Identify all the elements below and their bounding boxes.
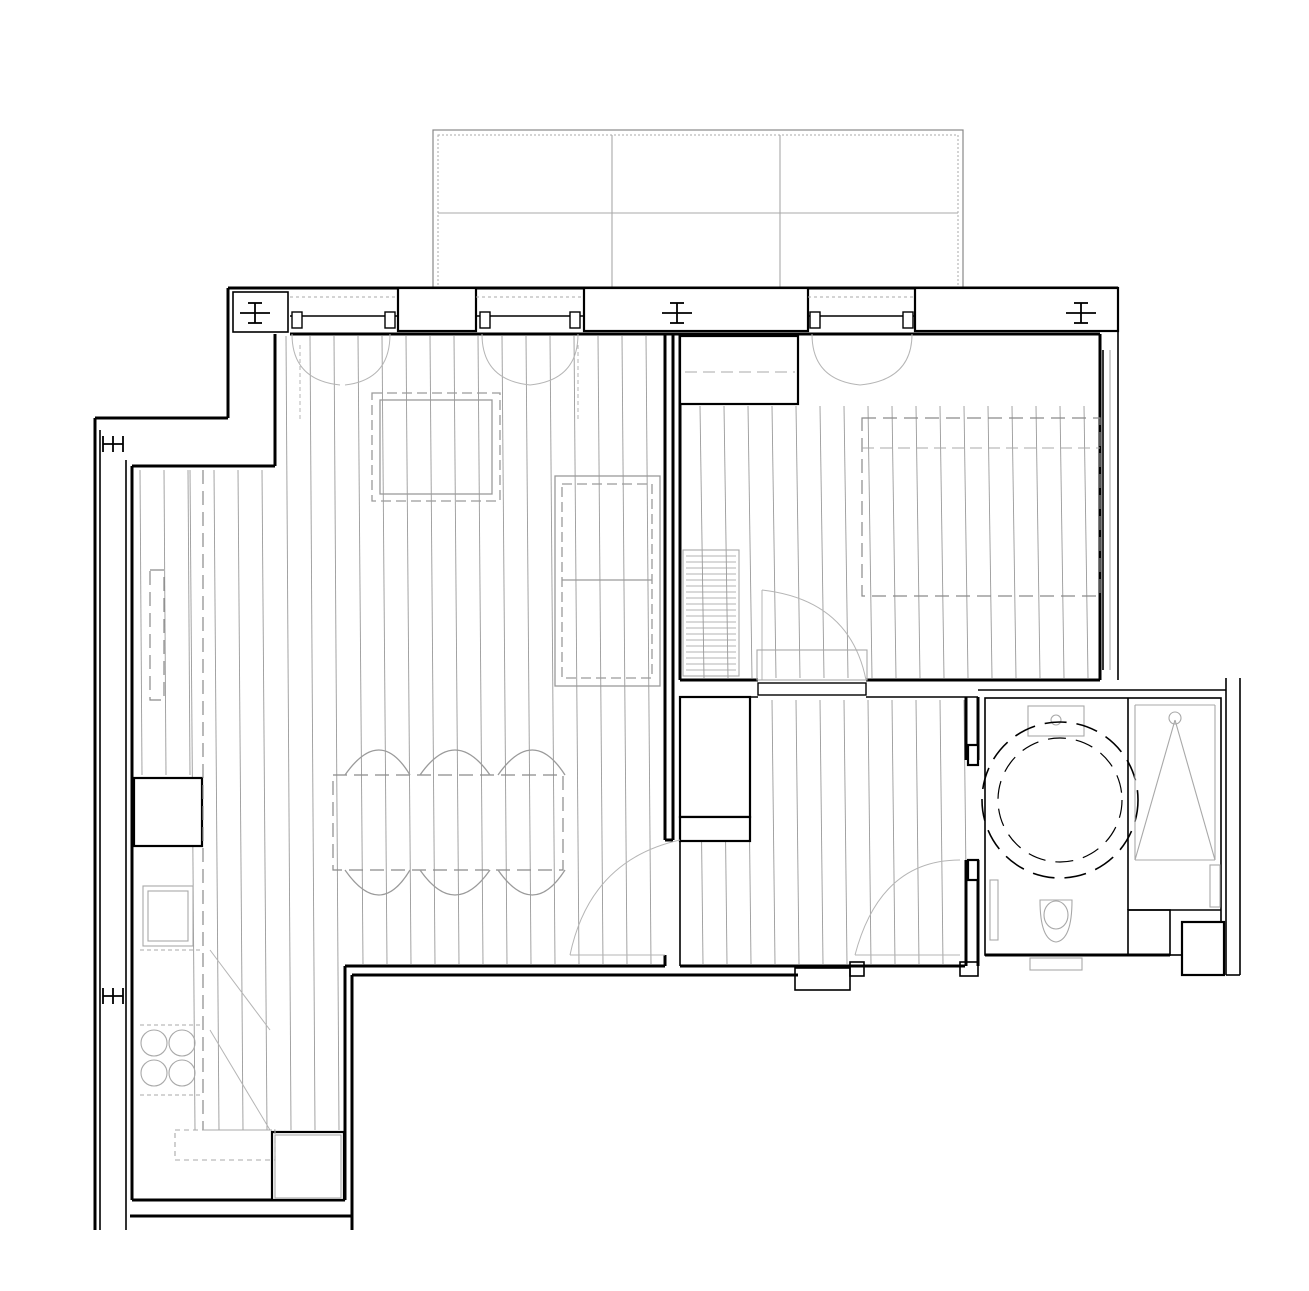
balcony [432, 129, 964, 289]
floor-plank-line [747, 405, 753, 679]
floor-plank-line [285, 335, 292, 1131]
bedroom [678, 334, 1111, 681]
floor-plank-line [915, 405, 921, 679]
floor-plank-line [597, 335, 604, 965]
living-furniture [332, 392, 661, 896]
floor-plank-line [405, 335, 412, 965]
floor-plank-line [963, 405, 969, 679]
floor-plank-line [333, 335, 340, 1131]
floor-plank-line [187, 469, 191, 776]
floor-plank-line [645, 335, 652, 965]
floor-plank-line [1059, 405, 1065, 679]
floor-plank-line [987, 405, 993, 679]
floor-plank-line [429, 335, 436, 965]
floor-plank-line [939, 699, 944, 965]
floor-plank-line [213, 469, 220, 1131]
floor-plank-line [771, 405, 777, 679]
floor-plank-line [525, 335, 532, 965]
floor-planks [139, 335, 1089, 1131]
floor-plank-line [357, 335, 364, 965]
floor-plank-line [453, 335, 460, 965]
window-swings [291, 333, 913, 420]
floor-plank-line [819, 405, 825, 679]
floor-plank-line [621, 335, 628, 965]
interior-walls [663, 334, 1226, 977]
floor-plank-line [1083, 405, 1089, 679]
hall [569, 695, 979, 991]
floor-plank-line [891, 699, 896, 965]
floor-plank-line [163, 469, 167, 776]
bathroom-fixtures [981, 704, 1221, 971]
floor-plank-line [843, 699, 848, 965]
floor-plank-line [915, 699, 920, 965]
floor-plank-line [843, 405, 849, 679]
floor-plank-line [381, 335, 388, 965]
floor-plank-line [867, 405, 873, 679]
floor-plank-line [699, 405, 705, 679]
facade-columns [290, 286, 1120, 333]
floor-plank-line [1035, 405, 1041, 679]
floor-plank-line [139, 469, 143, 776]
floor-plank-line [771, 699, 776, 965]
floor-plank-line [891, 405, 897, 679]
floor-plank-line [477, 335, 484, 965]
floor-plank-line [1011, 405, 1017, 679]
floor-plank-line [309, 335, 316, 1131]
floor-plank-line [819, 699, 824, 965]
floor-plank-line [501, 335, 508, 965]
floor-plank-line [867, 699, 872, 965]
kitchen [132, 470, 346, 1202]
floor-plank-line [549, 335, 556, 965]
floor-plank-line [939, 405, 945, 679]
steel-column-symbols [102, 302, 1096, 1004]
window-hinges [291, 311, 914, 329]
floor-plank-line [723, 405, 729, 679]
floor-plank-line [795, 699, 800, 965]
floor-plank-line [237, 469, 244, 1131]
floor-plank-line [795, 405, 801, 679]
floor-plank-line [573, 335, 580, 965]
floor-plank-line [261, 469, 268, 1131]
